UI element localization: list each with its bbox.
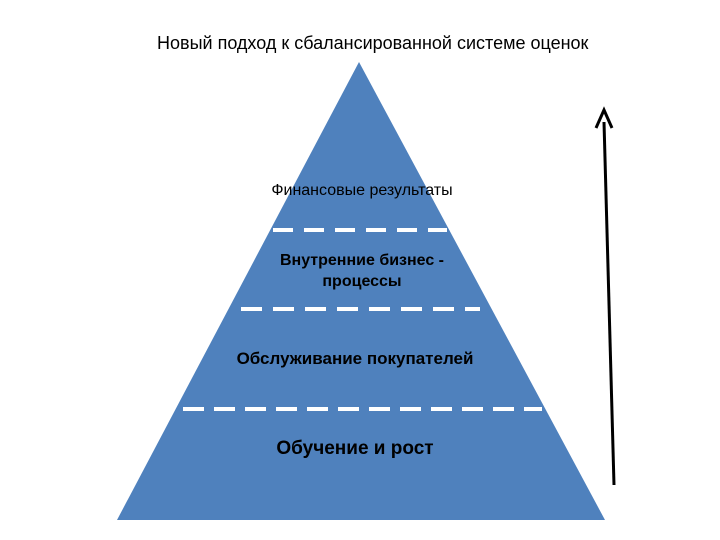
level-internal-processes: Внутренние бизнес - процессы (279, 252, 445, 290)
pyramid (117, 62, 605, 520)
arrow-up-icon (594, 106, 616, 486)
level-learning-growth: Обучение и рост (276, 438, 434, 459)
slide-title: Новый подход к сбалансированной системе … (157, 33, 589, 53)
level-financial-results: Финансовые результаты (271, 182, 453, 199)
level-customer-service: Обслуживание покупателей (236, 349, 474, 368)
